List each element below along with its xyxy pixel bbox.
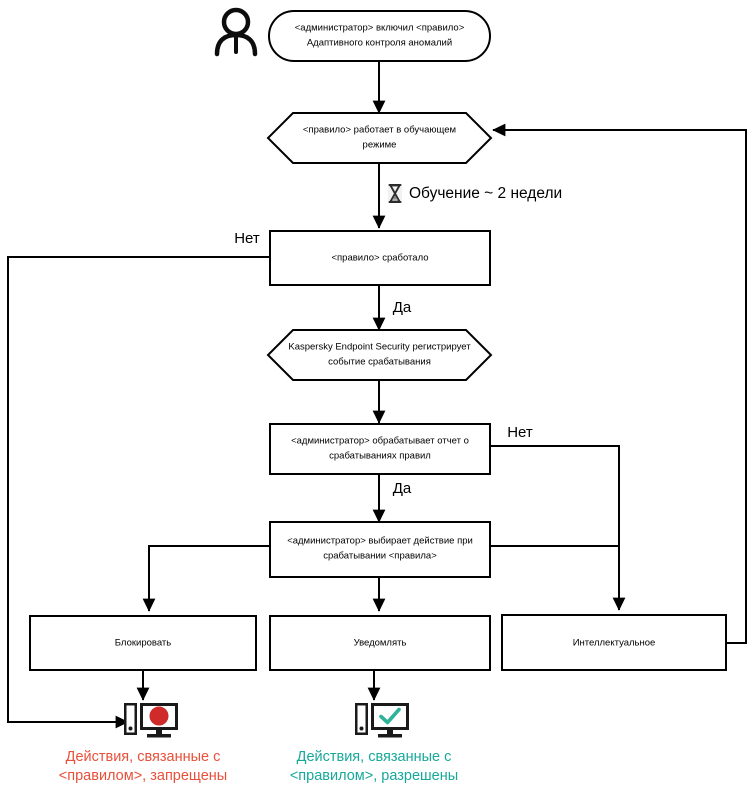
edge-smart-loopback xyxy=(492,123,747,644)
node-kes-line2: событие срабатывания xyxy=(328,357,431,368)
edge-action-to-block xyxy=(142,545,270,612)
node-kes-line1: Kaspersky Endpoint Security регистрирует xyxy=(288,342,471,353)
node-learning-mode[interactable]: <правило> работает в обучающем режиме xyxy=(266,112,493,164)
label-triggered-no: Нет xyxy=(234,230,260,247)
node-action-notify-label: Уведомлять xyxy=(354,638,407,649)
node-action-notify[interactable]: Уведомлять xyxy=(269,615,491,671)
node-admin-selects-action[interactable]: <администратор> выбирает действие при ср… xyxy=(269,521,491,578)
connectors xyxy=(7,61,747,729)
node-report-line2: срабатываниях правил xyxy=(329,451,431,462)
label-report-no: Нет xyxy=(507,424,533,441)
node-start-line2: Адаптивного контроля аномалий xyxy=(307,38,452,49)
node-action-smart[interactable]: Интеллектуальное xyxy=(501,614,727,671)
label-report-yes: Да xyxy=(393,480,412,497)
monitor-allowed-icon xyxy=(355,703,409,738)
node-rule-triggered-label: <правило> сработало xyxy=(331,253,428,264)
hourglass-icon xyxy=(388,184,402,203)
outcome-denied-line2: <правилом>, запрещены xyxy=(59,768,227,784)
node-kes-registers[interactable]: Kaspersky Endpoint Security регистрирует… xyxy=(266,329,493,381)
node-select-line2: срабатывании <правила> xyxy=(323,551,437,562)
outcome-denied-line1: Действия, связанные с xyxy=(66,749,221,765)
node-action-block-label: Блокировать xyxy=(115,638,171,649)
outcome-allowed-line1: Действия, связанные с xyxy=(297,749,452,765)
node-admin-processes-report[interactable]: <администратор> обрабатывает отчет о сра… xyxy=(269,423,491,475)
label-triggered-yes: Да xyxy=(393,299,412,316)
node-action-smart-label: Интеллектуальное xyxy=(573,638,656,649)
monitor-blocked-icon xyxy=(124,703,178,738)
node-select-line1: <администратор> выбирает действие при xyxy=(287,536,473,547)
node-report-line1: <администратор> обрабатывает отчет о xyxy=(291,436,469,447)
outcome-allowed-line2: <правилом>, разрешены xyxy=(290,768,458,784)
node-start-line1: <администратор> включил <правило> xyxy=(295,23,465,34)
person-icon xyxy=(214,7,258,57)
edge-triggered-no xyxy=(7,256,270,729)
edge-report-no xyxy=(490,445,626,611)
node-learning-line1: <правило> работает в обучающем xyxy=(303,125,456,136)
node-rule-triggered[interactable]: <правило> сработало xyxy=(269,230,491,286)
node-action-block[interactable]: Блокировать xyxy=(29,615,257,671)
node-start[interactable]: <администратор> включил <правило> Адапти… xyxy=(268,10,491,62)
node-learning-line2: режиме xyxy=(363,140,397,151)
learning-duration-label: Обучение ~ 2 недели xyxy=(409,185,562,202)
